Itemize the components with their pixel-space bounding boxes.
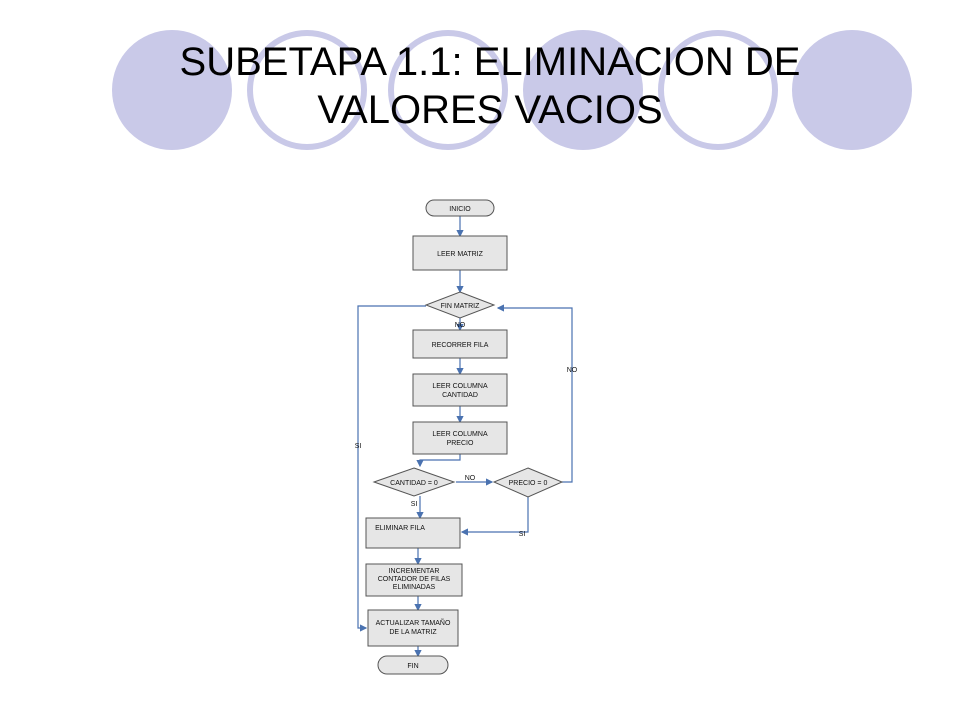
node-increment-label-1: INCREMENTAR [389, 568, 440, 575]
node-end-matrix-label: FIN MATRIZ [441, 303, 480, 310]
node-read-price-label-2: PRECIO [447, 440, 474, 447]
edge-label-price-no: NO [567, 367, 578, 374]
flowchart: INICIO LEER MATRIZ FIN MATRIZ RECORRER F… [355, 199, 578, 675]
title-line-2: VALORES VACIOS [317, 88, 663, 132]
node-update-size: ACTUALIZAR TAMAÑO DE LA MATRIZ [367, 609, 459, 647]
node-read-qty: LEER COLUMNA CANTIDAD [412, 373, 508, 407]
node-delete-row-label: ELIMINAR FILA [375, 525, 425, 532]
deco-circle-outline [388, 30, 508, 150]
deco-circle-outline [247, 30, 367, 150]
edge-label-price-si: SI [519, 531, 526, 538]
node-increment-label-3: ELIMINADAS [393, 584, 436, 591]
node-traverse-row-label: RECORRER FILA [432, 342, 489, 349]
edge-label-end-matrix-si: SI [355, 443, 362, 450]
deco-circle-filled [523, 30, 643, 150]
slide-title: SUBETAPA 1.1: ELIMINACION DE VALORES VAC… [90, 38, 890, 134]
node-traverse-row: RECORRER FILA [412, 329, 508, 359]
node-qty-zero-decision: CANTIDAD = 0 [372, 467, 456, 497]
arrow-endmatrix-si [357, 305, 426, 632]
edge-label-qty-si: SI [411, 501, 418, 508]
deco-circle-filled [112, 30, 232, 150]
node-read-qty-label-2: CANTIDAD [442, 392, 478, 399]
edge-label-end-matrix-no: NO [455, 322, 466, 329]
node-end-label: FIN [407, 663, 418, 670]
node-read-price: LEER COLUMNA PRECIO [412, 421, 508, 455]
node-increment-label-2: CONTADOR DE FILAS [378, 576, 451, 583]
node-end: FIN [377, 655, 449, 675]
node-read-price-label-1: LEER COLUMNA [432, 431, 488, 438]
node-price-zero-label: PRECIO = 0 [509, 480, 548, 487]
connectors [357, 216, 573, 658]
node-read-qty-label-1: LEER COLUMNA [432, 383, 488, 390]
node-start-label: INICIO [449, 206, 471, 213]
arrow-pricezero-no-loop [496, 304, 573, 483]
deco-circle-outline [658, 30, 778, 150]
node-update-size-label-2: DE LA MATRIZ [389, 629, 437, 636]
title-line-1: SUBETAPA 1.1: ELIMINACION DE [179, 40, 801, 84]
node-update-size-label-1: ACTUALIZAR TAMAÑO [376, 618, 451, 627]
node-qty-zero-label: CANTIDAD = 0 [390, 480, 438, 487]
arrow-pricezero-si [460, 497, 529, 536]
node-read-matrix: LEER MATRIZ [412, 235, 508, 271]
edge-label-qty-no: NO [465, 475, 476, 482]
node-read-matrix-label: LEER MATRIZ [437, 251, 483, 258]
node-delete-row: ELIMINAR FILA [365, 517, 461, 549]
node-end-matrix-decision: FIN MATRIZ [424, 291, 496, 319]
header-decoration [112, 30, 912, 150]
node-price-zero-decision: PRECIO = 0 [492, 467, 564, 498]
deco-circle-filled [792, 30, 912, 150]
node-start: INICIO [425, 199, 495, 217]
node-increment-counter: INCREMENTAR CONTADOR DE FILAS ELIMINADAS [365, 563, 463, 597]
arrow-price-to-qtyzero [416, 454, 461, 468]
